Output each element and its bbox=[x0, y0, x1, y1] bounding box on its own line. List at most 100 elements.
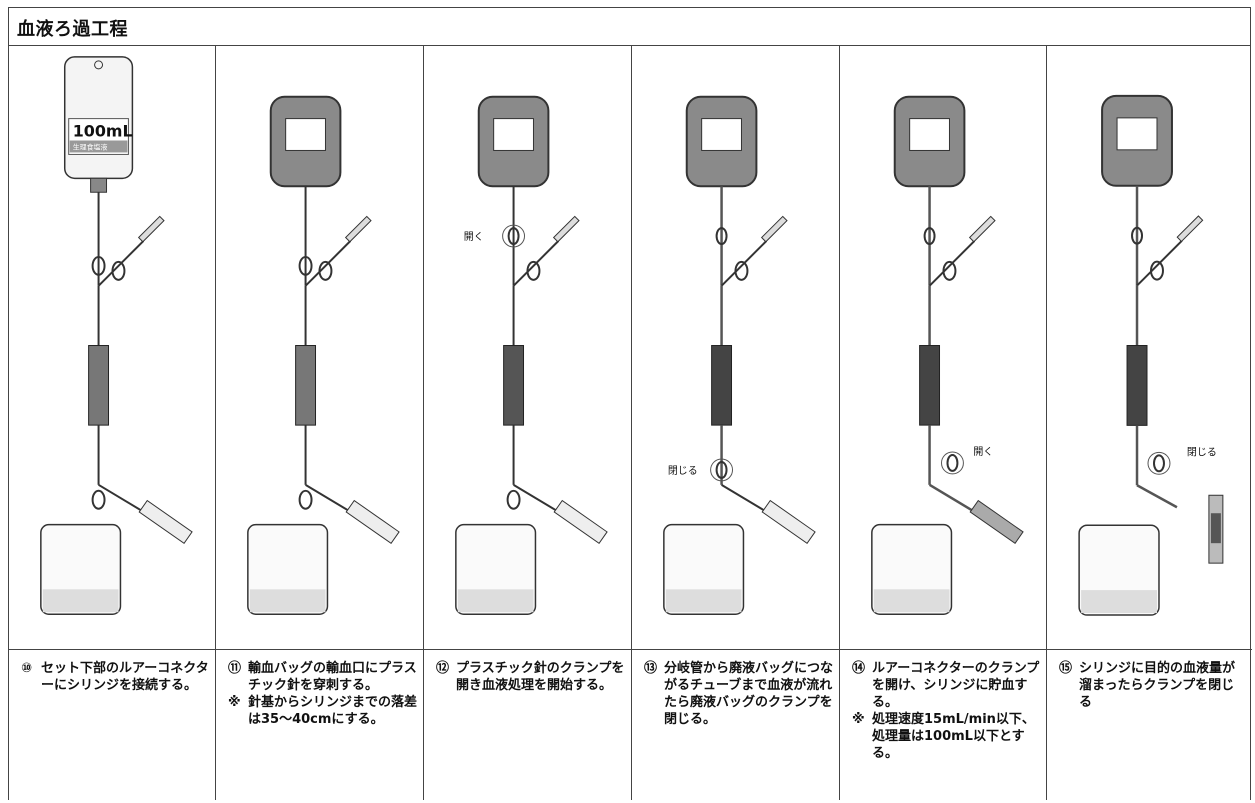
top-syringe bbox=[137, 215, 165, 243]
syringe-blood bbox=[1210, 513, 1221, 544]
clamp bbox=[946, 453, 959, 472]
filter-set-close-waste-diagram: 閉じる bbox=[663, 95, 816, 615]
step-number: ⑬ bbox=[644, 661, 658, 676]
filter-cartridge bbox=[1126, 345, 1148, 426]
step-column-11: ⑪ 輸血バッグの輸血口にプラスチック針を穿刺する。 ※ 針基からシリンジまでの落差は… bbox=[216, 46, 424, 800]
bag-label: 生理食塩液 bbox=[73, 142, 108, 151]
step-caption: ⑮ シリンジに目的の血液量が溜まったらクランプを閉じる bbox=[1059, 660, 1246, 711]
filter-set-saline-diagram: 100mL 生理食塩液 bbox=[40, 56, 193, 615]
step-text: シリンジに目的の血液量が溜まったらクランプを閉じる bbox=[1079, 661, 1236, 710]
clamp bbox=[91, 255, 106, 276]
clamp bbox=[526, 260, 541, 281]
top-syringe bbox=[968, 215, 996, 243]
clamp bbox=[1131, 226, 1144, 245]
syringe bbox=[553, 499, 608, 545]
clamp bbox=[1149, 260, 1164, 281]
callout-circle bbox=[941, 451, 964, 475]
step-caption: ⑬ 分岐管から廃液バッグにつながるチューブまで血液が流れたら廃液バッグのクランプを… bbox=[644, 660, 833, 728]
top-syringe bbox=[344, 215, 372, 243]
waste-fluid bbox=[249, 589, 326, 613]
step-text: 輸血バッグの輸血口にプラスチック針を穿刺する。 bbox=[248, 661, 417, 693]
note-text: 針基からシリンジまでの落差は35〜40cmにする。 bbox=[248, 695, 418, 727]
filter-cartridge bbox=[503, 345, 525, 426]
step-text: セット下部のルアーコネクターにシリンジを接続する。 bbox=[41, 661, 209, 693]
steps-grid: 100mL 生理食塩液 bbox=[9, 46, 1252, 800]
callout-circle bbox=[710, 458, 734, 482]
step-number: ⑭ bbox=[852, 661, 866, 676]
step-illustration: 閉じる bbox=[1047, 46, 1252, 650]
step-column-13: 閉じる ⑬ 分岐管から廃液バッグにつながるチューブまで血液が流れたら廃液バッグのク… bbox=[632, 46, 840, 800]
clamp bbox=[507, 227, 520, 245]
filter-set-finish-diagram: 閉じる bbox=[1078, 94, 1224, 616]
bag-label-strip bbox=[69, 140, 128, 153]
step-number: ⑮ bbox=[1059, 661, 1073, 676]
clamp bbox=[942, 260, 957, 281]
clamp bbox=[91, 489, 106, 510]
clamp bbox=[298, 255, 313, 276]
callout-circle bbox=[502, 224, 526, 248]
syringe bbox=[969, 499, 1024, 545]
step-text: プラスチック針のクランプを開き血液処理を開始する。 bbox=[456, 661, 625, 693]
waste-fluid bbox=[1081, 590, 1157, 614]
waste-fluid bbox=[457, 589, 534, 613]
step-illustration: 100mL 生理食塩液 bbox=[9, 46, 215, 650]
syringe bbox=[138, 499, 193, 545]
filter-set-collect-diagram: 開く bbox=[871, 95, 1024, 615]
syringe bbox=[761, 499, 816, 545]
clamp bbox=[318, 260, 333, 281]
step-illustration: 閉じる bbox=[632, 46, 839, 650]
callout-label: 開く bbox=[464, 231, 484, 243]
step-illustration: 開く bbox=[840, 46, 1046, 650]
note-mark: ※ bbox=[228, 695, 241, 710]
tube-branch bbox=[1136, 484, 1178, 509]
clamp bbox=[1152, 454, 1165, 473]
tube-branch bbox=[928, 483, 980, 516]
step-column-15: 閉じる ⑮ シリンジに目的の血液量が溜まったらクランプを閉じる bbox=[1047, 46, 1252, 800]
step-text: ルアーコネクターのクランプを開け、シリンジに貯血する。 bbox=[872, 661, 1040, 710]
top-syringe bbox=[1176, 215, 1204, 243]
clamp bbox=[923, 227, 936, 245]
step-number: ⑫ bbox=[436, 661, 450, 676]
clamp bbox=[715, 460, 728, 479]
note-mark: ※ bbox=[852, 712, 865, 727]
saline-bag bbox=[63, 56, 134, 180]
filter-cartridge bbox=[88, 345, 110, 426]
callout-label: 開く bbox=[973, 446, 993, 458]
filter-cartridge bbox=[295, 345, 317, 426]
blood-bag-label bbox=[1116, 117, 1158, 151]
top-syringe bbox=[760, 215, 788, 243]
blood-bag-label bbox=[285, 118, 326, 151]
hanger-hole bbox=[94, 60, 104, 70]
clamp bbox=[506, 489, 521, 510]
step-caption: ⑫ プラスチック針のクランプを開き血液処理を開始する。 bbox=[436, 660, 625, 694]
clamp bbox=[111, 260, 126, 281]
waste-fluid bbox=[873, 589, 950, 613]
syringe bbox=[345, 499, 400, 545]
step-illustration bbox=[216, 46, 423, 650]
waste-fluid bbox=[665, 589, 742, 613]
top-syringe bbox=[552, 215, 580, 243]
callout-label: 閉じる bbox=[1187, 446, 1217, 458]
callout-label: 閉じる bbox=[668, 465, 698, 477]
step-illustration: 開く bbox=[424, 46, 631, 650]
process-figure: 血液ろ過工程 100mL 生理食塩液 bbox=[8, 7, 1252, 800]
step-column-10: 100mL 生理食塩液 bbox=[9, 46, 216, 800]
figure-title: 血液ろ過工程 bbox=[17, 19, 128, 40]
clamp bbox=[715, 227, 728, 245]
step-number: ⑪ bbox=[228, 661, 242, 676]
blood-bag-label bbox=[909, 118, 950, 151]
bag-volume: 100mL bbox=[73, 122, 133, 141]
clamp bbox=[734, 260, 749, 281]
tube-branch bbox=[721, 483, 772, 516]
step-caption: ⑪ 輸血バッグの輸血口にプラスチック針を穿刺する。 ※ 針基からシリンジまでの落差は… bbox=[228, 660, 417, 728]
title-bar: 血液ろ過工程 bbox=[9, 8, 1250, 46]
filter-set-blood-bag-diagram bbox=[247, 95, 400, 615]
filter-cartridge bbox=[919, 345, 941, 426]
step-text: 分岐管から廃液バッグにつながるチューブまで血液が流れたら廃液バッグのクランプを閉… bbox=[664, 661, 834, 727]
waste-fluid bbox=[42, 589, 119, 613]
blood-bag-label bbox=[493, 118, 534, 151]
filter-cartridge bbox=[711, 345, 733, 426]
